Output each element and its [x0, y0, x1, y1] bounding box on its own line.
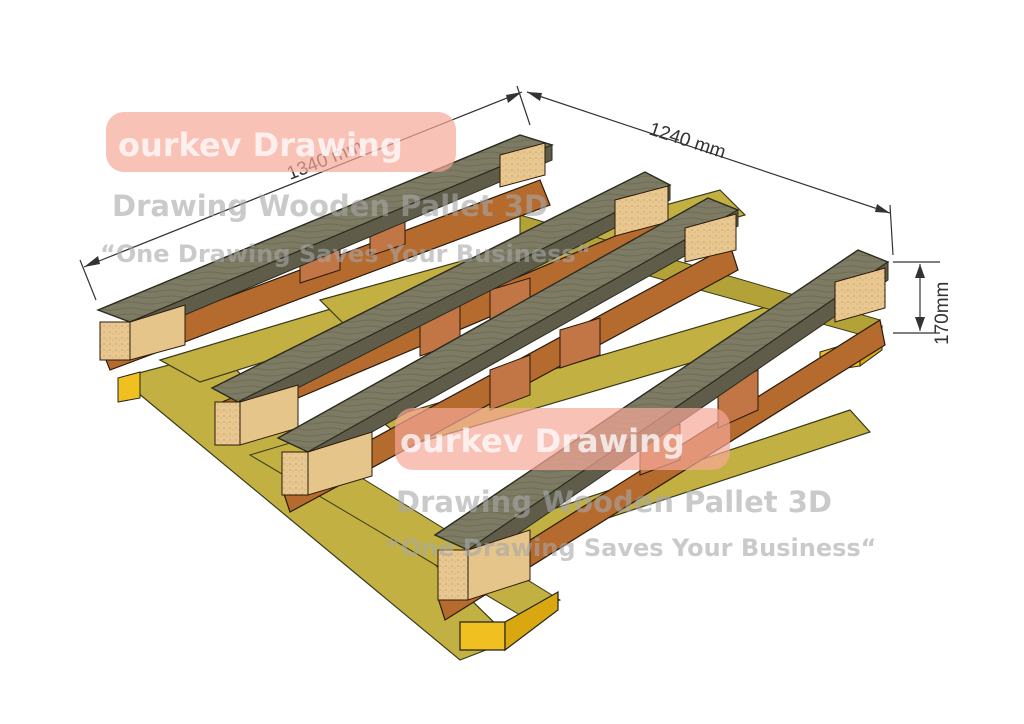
block-end — [307, 431, 373, 496]
block-end — [214, 401, 241, 446]
watermark-lower: ourkev Drawing Drawing Wooden Pallet 3D … — [385, 408, 876, 562]
watermark-slogan: “One Drawing Saves Your Business“ — [385, 534, 876, 562]
stringer-row-2 — [210, 171, 673, 446]
stringer-row-1 — [96, 134, 555, 371]
block-end — [129, 304, 186, 361]
watermark-title: Drawing Wooden Pallet 3D — [112, 189, 548, 223]
arrow-head — [527, 92, 542, 101]
width-dimension-label: 1240 mm — [646, 119, 728, 163]
watermark-brand-badge — [106, 112, 456, 172]
watermark-brand: ourkev Drawing — [400, 422, 685, 460]
block-end — [684, 213, 737, 263]
arrow-head — [506, 92, 522, 103]
extension-line — [79, 259, 97, 301]
height-dimension-label: 170mm — [932, 282, 953, 345]
arrow-head — [915, 317, 925, 331]
block-end — [99, 321, 131, 361]
width-dimension-line — [526, 91, 891, 214]
arrow-head — [84, 256, 100, 267]
stringer-block — [489, 354, 531, 411]
watermark-upper: ourkev Drawing Drawing Wooden Pallet 3D … — [100, 112, 591, 268]
block-end — [499, 142, 546, 188]
watermark-brand: ourkev Drawing — [118, 126, 403, 164]
block-end — [467, 529, 531, 601]
watermark-brand-badge — [395, 408, 730, 470]
foot — [459, 621, 506, 651]
block-end — [281, 451, 309, 496]
watermark-title: Drawing Wooden Pallet 3D — [396, 485, 832, 519]
foot — [504, 590, 559, 652]
arrow-head — [915, 264, 925, 278]
block-end — [834, 267, 886, 323]
arrow-head — [875, 204, 890, 213]
watermark-slogan: “One Drawing Saves Your Business“ — [100, 240, 591, 268]
stringer-block — [559, 317, 601, 369]
foot — [117, 371, 141, 403]
extension-line — [889, 204, 894, 256]
